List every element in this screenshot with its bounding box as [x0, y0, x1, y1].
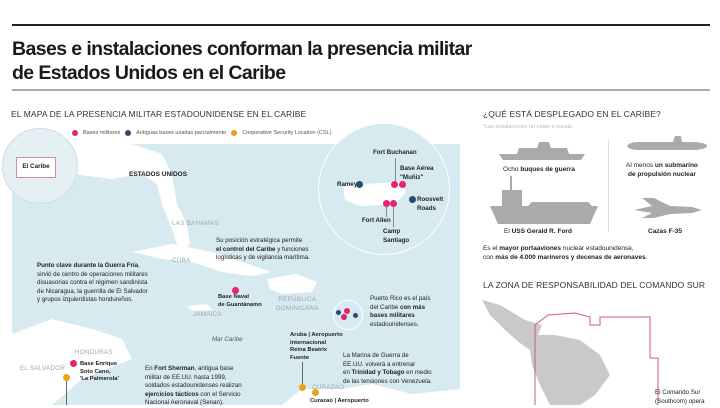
leader-line: [302, 362, 303, 384]
place-cuba: CUBA: [172, 257, 191, 264]
label-muniz: Base Aérea"Muñiz": [400, 165, 434, 181]
place-curazao: CURAZAO: [312, 384, 345, 391]
place-jamaica: JAMAICA: [193, 311, 222, 318]
page-title: Bases e instalaciones conforman la prese…: [12, 37, 472, 85]
submarine-icon: [627, 136, 707, 150]
note-trinidad: La Marina de Guerra de EE.UU. volverá a …: [343, 352, 432, 385]
land-hispaniola: [267, 274, 317, 294]
map-legend: Bases militares Antiguas bases usadas pa…: [72, 130, 331, 136]
marker-el-salvador[interactable]: [63, 374, 70, 381]
legend-csl: Cooperative Security Location (CSL): [242, 130, 332, 136]
marker-fort-allen[interactable]: [383, 200, 390, 207]
marker-camp-santiago[interactable]: [390, 200, 397, 207]
land-jamaica: [187, 304, 212, 311]
legend-former: Antiguas bases usadas parcialmente: [136, 130, 227, 136]
label-gerald-ford: El USS Gerald R. Ford: [504, 228, 572, 235]
marker-small: [353, 313, 358, 318]
label-fort-allen: Fort Allen: [362, 217, 391, 224]
legend-bases: Bases militares: [83, 130, 121, 136]
top-rule: [12, 24, 710, 26]
ford-description: Es el mayor portaaviones nuclear estadou…: [483, 245, 648, 261]
label-curazao: Curazao | Aeropuerto: [310, 398, 369, 404]
southcom-heading: LA ZONA DE RESPONSABILIDAD DEL COMANDO S…: [483, 280, 706, 290]
zone-border: [534, 312, 659, 405]
label-fort-buchanan: Fort Buchanan: [373, 149, 417, 156]
note-cold-war: Punto clave durante la Guerra Fría, sirv…: [37, 262, 148, 304]
note-strategic: Su posición estratégica permite el contr…: [216, 237, 310, 262]
aircraft-carrier-icon: [490, 176, 598, 224]
marker-small: [341, 314, 347, 320]
legend-pink-dot: [72, 130, 78, 136]
pr-small-circle: [333, 300, 363, 330]
deployed-heading: ¿QUÉ ESTÁ DESPLEGADO EN EL CARIBE?: [483, 109, 661, 119]
scale-note: *Las instalaciones no están a escala: [483, 124, 572, 130]
marker-soto-cano[interactable]: [70, 360, 77, 367]
label-ramey: Ramey: [337, 181, 358, 188]
leader-line: [393, 207, 394, 227]
land-americas: [482, 300, 610, 405]
marker-muniz[interactable]: [399, 181, 406, 188]
place-honduras: HONDURAS: [75, 349, 113, 356]
legend-navy-dot: [125, 130, 132, 136]
leader-line: [395, 158, 396, 182]
marker-curazao[interactable]: [312, 389, 319, 396]
leader-line: [386, 207, 387, 217]
leader-line: [66, 381, 67, 405]
title-line-2: de Estados Unidos en el Caribe: [12, 62, 286, 84]
marker-guantanamo[interactable]: [232, 287, 239, 294]
land-cuba: [132, 244, 272, 276]
note-fort-sherman: En Fort Sherman, antigua base militar de…: [145, 365, 242, 407]
divider: [608, 140, 609, 232]
locator-box: El Caribe: [16, 157, 56, 178]
f35-jet-icon: [634, 198, 702, 218]
map-heading: EL MAPA DE LA PRESENCIA MILITAR ESTADOUN…: [11, 109, 307, 119]
marker-small: [336, 310, 341, 315]
warship-icon: [499, 142, 585, 160]
marker-roosvelt-roads[interactable]: [409, 196, 416, 203]
label-f35: Cazas F-35: [648, 228, 682, 235]
place-bahamas: LAS BAHAMAS: [172, 220, 219, 227]
note-puerto-rico: Puerto Rico es el país del Caribe con má…: [370, 295, 431, 328]
place-usa: ESTADOS UNIDOS: [129, 171, 188, 178]
marker-ramey[interactable]: [356, 181, 363, 188]
legend-orange-dot: [231, 130, 238, 136]
title-rule: [12, 89, 710, 91]
land-south-america: [282, 384, 460, 405]
label-warships: Ocho buques de guerra: [503, 166, 575, 173]
southcom-desc: El Comando Sur(Southcom) opera: [655, 389, 705, 405]
place-el-salvador: EL SALVADOR: [20, 365, 66, 372]
marker-fort-buchanan[interactable]: [391, 181, 398, 188]
place-mar-caribe: Mar Caribe: [212, 336, 243, 343]
southcom-map: [482, 300, 659, 405]
marker-small: [344, 308, 350, 314]
marker-aruba[interactable]: [299, 384, 306, 391]
title-line-1: Bases e instalaciones conforman la prese…: [12, 38, 472, 60]
